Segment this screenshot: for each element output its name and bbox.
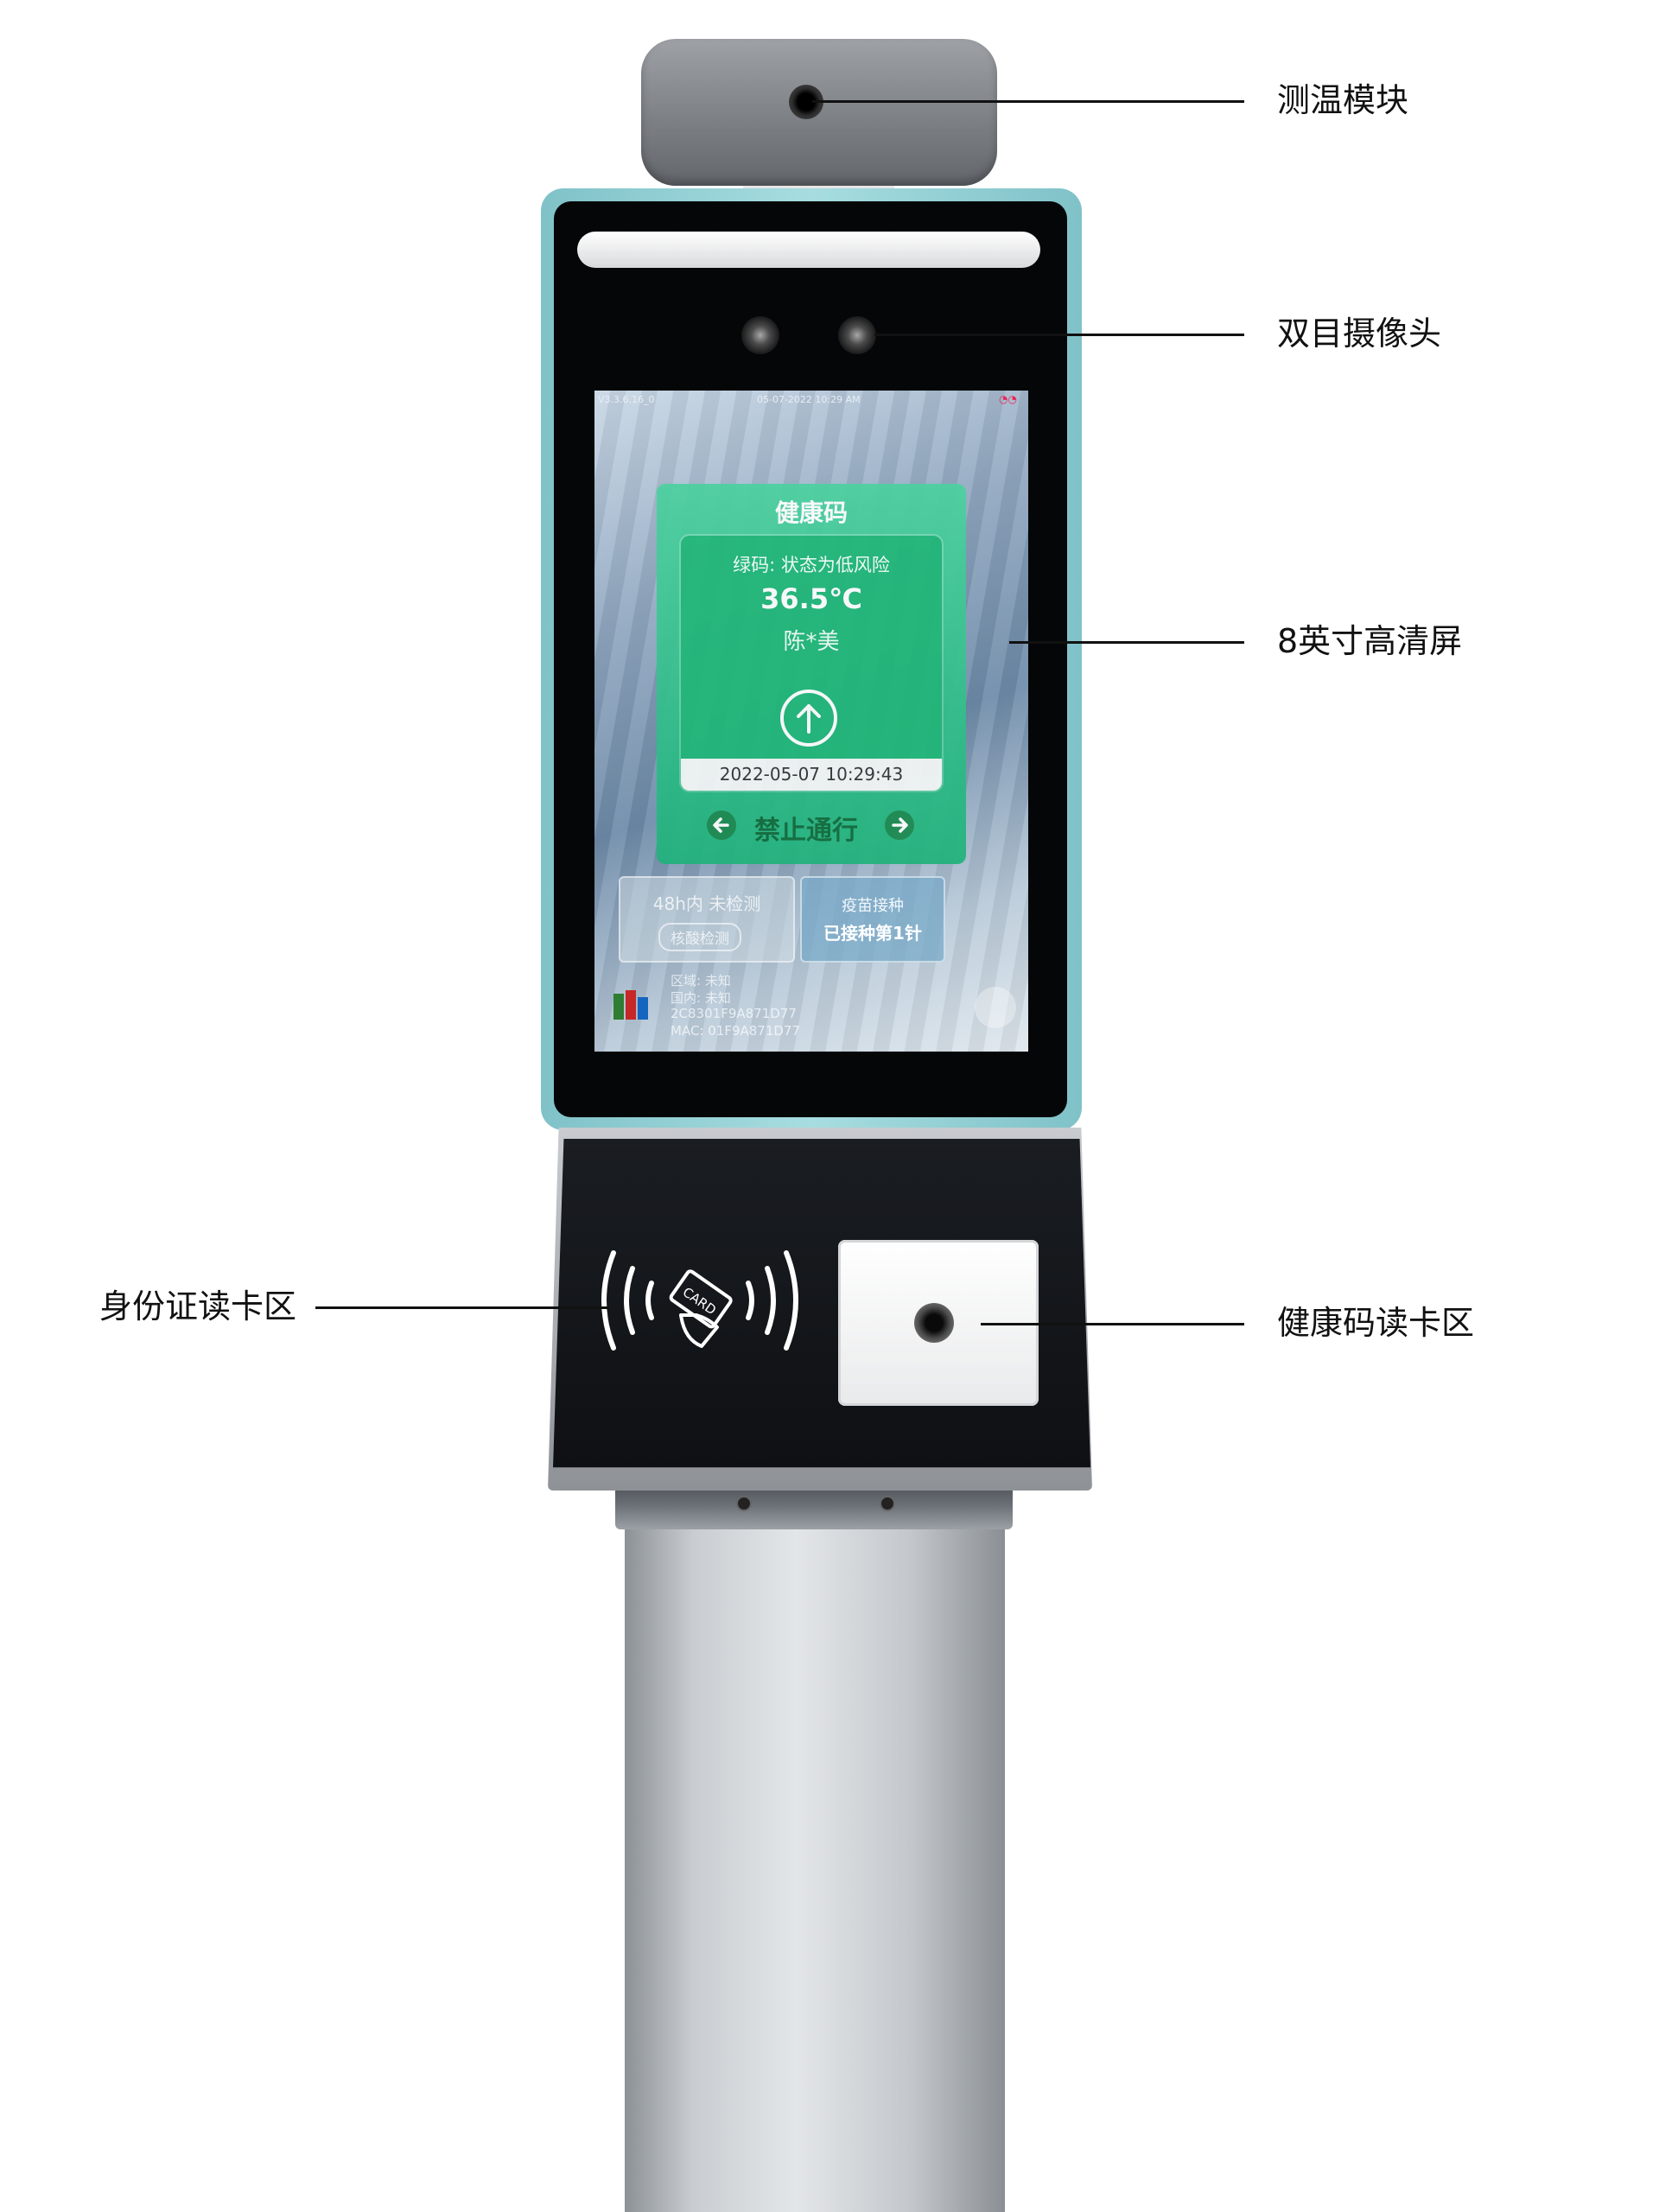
person-name: 陈*美 <box>783 629 840 655</box>
settings-icon[interactable] <box>975 987 1016 1028</box>
screw <box>880 1496 895 1511</box>
label-id-reader: 身份证读卡区 <box>99 1287 297 1325</box>
pass-status: 禁止通行 <box>754 816 858 846</box>
label-dual-camera: 双目摄像头 <box>1277 315 1442 353</box>
label-qr-reader: 健康码读卡区 <box>1277 1304 1475 1342</box>
clock-text: 05-07-2022 10:29 AM <box>757 394 861 405</box>
camera-left <box>741 316 779 354</box>
callout-line-screen <box>1009 641 1244 644</box>
callout-line-temp <box>812 100 1244 103</box>
label-screen: 8英寸高清屏 <box>1277 622 1463 660</box>
card-title: 健康码 <box>774 499 848 527</box>
vaccine-label: 疫苗接种 <box>842 897 904 915</box>
callout-line-id-reader <box>315 1306 609 1309</box>
health-code-card: 健康码 绿码: 状态为低风险 36.5℃ 陈*美 2022-05-07 10:2… <box>657 484 966 864</box>
version-text: V3.3.6.16_0 <box>598 394 655 405</box>
label-temp-module: 测温模块 <box>1277 81 1409 119</box>
nat-label: 核酸检测 <box>658 923 741 951</box>
vaccine-status: 已接种第1针 <box>823 923 922 944</box>
nfc-card-icon: CARD <box>588 1236 812 1365</box>
status-bar: V3.3.6.16_0 05-07-2022 10:29 AM ◔◔ <box>594 391 1028 410</box>
result-panel: 绿码: 状态为低风险 36.5℃ 陈*美 2022-05-07 10:29:43 <box>681 536 942 791</box>
callout-line-camera <box>874 334 1244 336</box>
nucleic-acid-panel: 48h内 未检测 核酸检测 <box>619 876 795 963</box>
card-label: CARD <box>680 1284 719 1318</box>
qr-scanner-lens <box>914 1303 954 1343</box>
brand-logo-icon <box>612 985 650 1023</box>
arrow-up-icon <box>780 690 837 747</box>
info-line: 区域: 未知 <box>671 973 731 988</box>
info-line: 2C8301F9A871D77 <box>671 1006 797 1021</box>
touch-display[interactable]: V3.3.6.16_0 05-07-2022 10:29 AM ◔◔ 健康码 绿… <box>594 391 1028 1052</box>
nat-status: 48h内 未检测 <box>652 893 761 914</box>
stand-pole <box>625 1510 1005 2212</box>
fill-light-bar <box>577 232 1040 268</box>
signal-icon: ◔◔ <box>999 393 1017 405</box>
pass-status-row: 禁止通行 <box>657 807 966 846</box>
arrow-right-icon <box>885 810 914 840</box>
risk-status: 绿码: 状态为低风险 <box>733 555 890 575</box>
vaccine-panel: 疫苗接种 已接种第1针 <box>800 876 945 963</box>
camera-right <box>838 316 876 354</box>
info-line: 国内: 未知 <box>671 990 731 1006</box>
screw <box>736 1496 752 1511</box>
callout-line-qr-reader <box>981 1323 1244 1325</box>
arrow-left-icon <box>707 810 736 840</box>
temperature-reading: 36.5℃ <box>760 582 862 615</box>
info-line: MAC: 01F9A871D77 <box>671 1023 801 1039</box>
scan-datetime: 2022-05-07 10:29:43 <box>681 759 942 791</box>
